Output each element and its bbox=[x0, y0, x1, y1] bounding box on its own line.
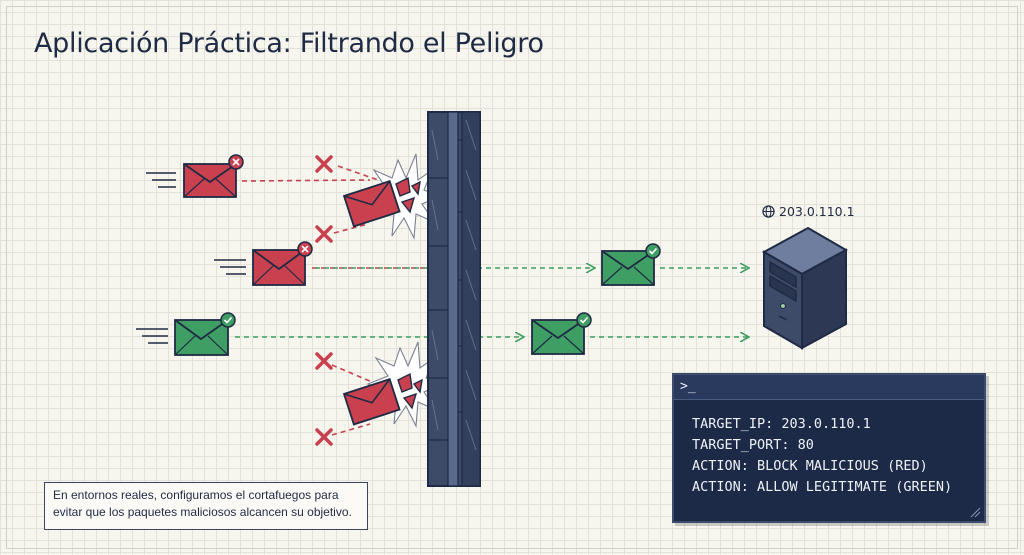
terminal-prompt: >_ bbox=[674, 375, 984, 400]
x-icon bbox=[315, 352, 333, 370]
malicious-path-1-lower bbox=[333, 223, 369, 234]
check-badge-icon bbox=[576, 312, 592, 328]
malicious-path-3-upper bbox=[331, 364, 373, 383]
legitimate-envelope-icon bbox=[174, 319, 229, 356]
terminal-output: TARGET_IP: 203.0.110.1 TARGET_PORT: 80 A… bbox=[674, 400, 984, 498]
check-badge-icon bbox=[645, 243, 661, 259]
check-badge-icon bbox=[220, 312, 236, 328]
malicious-path-3-lower bbox=[331, 423, 371, 436]
x-icon bbox=[315, 428, 333, 446]
x-icon bbox=[315, 225, 333, 243]
terminal-line: TARGET_IP: 203.0.110.1 bbox=[692, 416, 871, 432]
terminal-line: ACTION: BLOCK MALICIOUS (RED) bbox=[692, 458, 928, 474]
server-icon bbox=[761, 226, 849, 350]
terminal-line: TARGET_PORT: 80 bbox=[692, 437, 814, 453]
malicious-path-1 bbox=[241, 179, 371, 182]
malicious-path-1-upper bbox=[337, 165, 379, 181]
terminal-window: >_ TARGET_IP: 203.0.110.1 TARGET_PORT: 8… bbox=[672, 373, 986, 523]
envelope-fragment-icon bbox=[395, 176, 421, 214]
motion-lines-icon bbox=[136, 328, 168, 344]
legitimate-paths bbox=[235, 268, 748, 337]
blocked-badge-icon bbox=[297, 241, 313, 257]
malicious-envelope-icon bbox=[342, 180, 401, 228]
malicious-envelope-icon bbox=[183, 163, 237, 198]
page-title: Aplicación Práctica: Filtrando el Peligr… bbox=[34, 28, 544, 59]
server-ip-label: 203.0.110.1 bbox=[762, 204, 855, 219]
envelope-fragment-icon bbox=[397, 372, 423, 410]
x-icon bbox=[315, 155, 333, 173]
blocked-badge-icon bbox=[228, 154, 244, 170]
malicious-envelope-icon bbox=[252, 249, 306, 286]
globe-icon bbox=[762, 205, 775, 218]
caption-note: En entornos reales, configuramos el cort… bbox=[44, 482, 368, 530]
resize-grip-icon[interactable] bbox=[969, 506, 981, 518]
motion-lines-icon bbox=[146, 172, 176, 188]
malicious-envelope-icon bbox=[342, 378, 401, 426]
server-ip: 203.0.110.1 bbox=[779, 204, 855, 219]
legitimate-envelope-icon bbox=[601, 250, 655, 286]
motion-lines-icon bbox=[214, 259, 246, 275]
firewall-wall bbox=[427, 111, 481, 487]
terminal-line: ACTION: ALLOW LEGITIMATE (GREEN) bbox=[692, 479, 953, 495]
legitimate-envelope-icon bbox=[531, 319, 585, 355]
